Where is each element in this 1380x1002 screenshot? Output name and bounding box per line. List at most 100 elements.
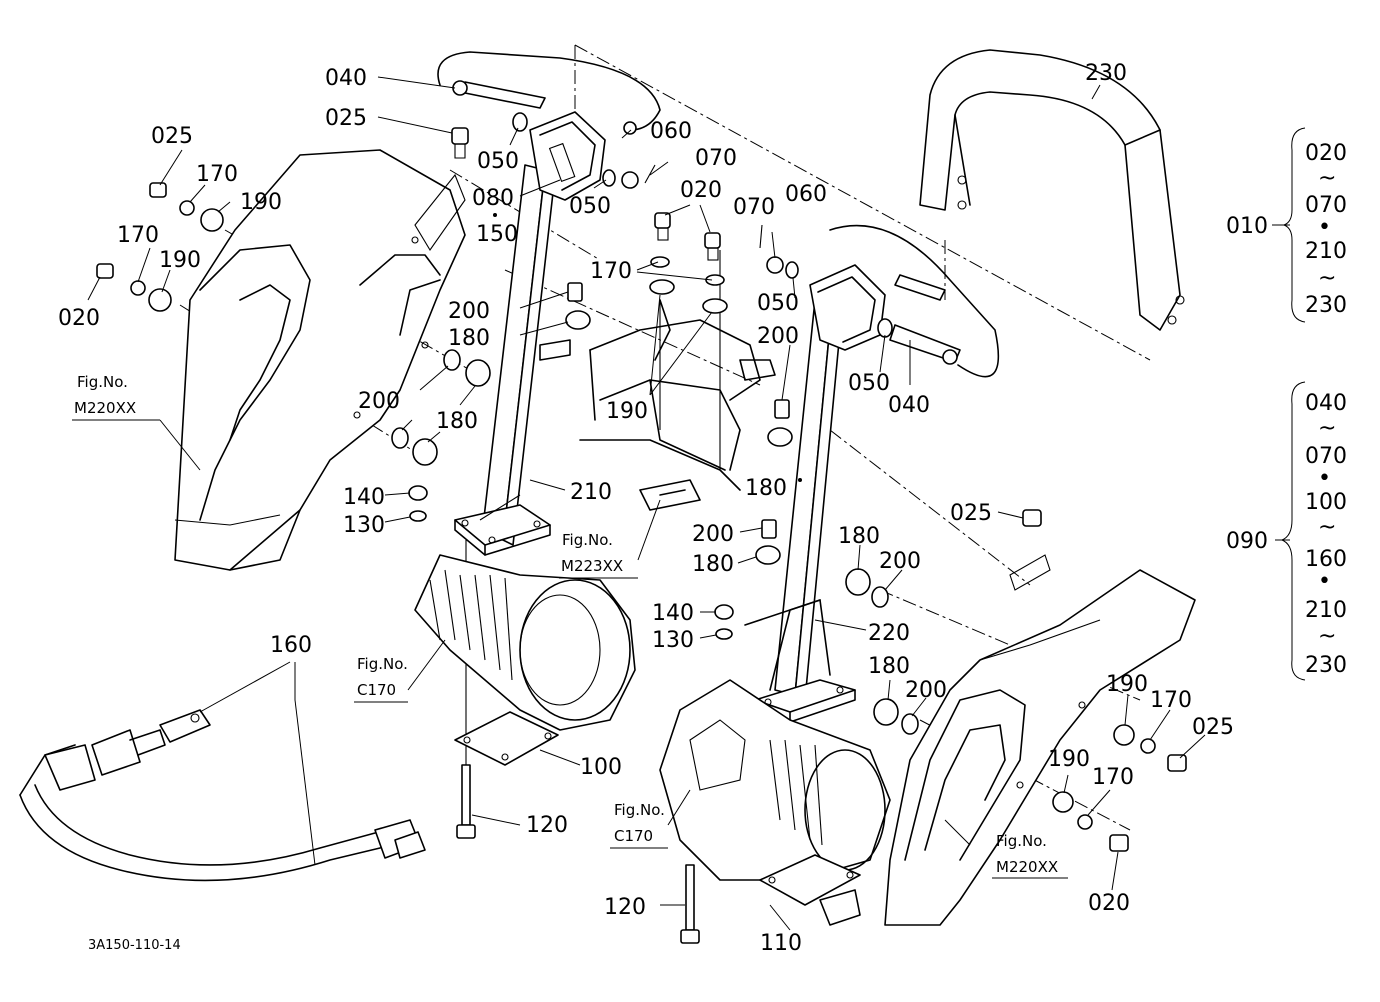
assembly-member: • [1318, 215, 1331, 240]
callout-020: 020 [58, 306, 100, 331]
callout-200: 200 [448, 299, 490, 324]
callout-180: 180 [436, 409, 478, 434]
callout-190: 190 [240, 190, 282, 215]
roll-bar [919, 49, 1185, 331]
callout-170: 170 [1150, 688, 1192, 713]
callout-190: 190 [1106, 672, 1148, 697]
callout-025: 025 [325, 106, 367, 131]
callout-200: 200 [757, 324, 799, 349]
callout-190: 190 [1048, 747, 1090, 772]
callout-200: 200 [358, 389, 400, 414]
long-bolts [456, 764, 700, 944]
right-strut [744, 264, 886, 723]
callout-050: 050 [757, 291, 799, 316]
assembly-member: 070 [1305, 444, 1347, 469]
svg-text:M220XX: M220XX [74, 399, 136, 417]
svg-text:Fig.No.: Fig.No. [357, 655, 408, 673]
callout-200: 200 [692, 522, 734, 547]
drawing-code: 3A150-110-14 [88, 938, 181, 953]
assembly-member: 230 [1305, 653, 1347, 678]
fig-ref-c170-right: Fig.No. C170 [610, 801, 668, 849]
callout-160: 160 [270, 633, 312, 658]
callout-200: 200 [879, 549, 921, 574]
assembly-member: ~ [1318, 624, 1336, 649]
callout-020: 020 [1088, 891, 1130, 916]
assembly-member: 070 [1305, 193, 1347, 218]
callout-050: 050 [477, 149, 519, 174]
assembly-member: 020 [1305, 141, 1347, 166]
assembly-member: ~ [1318, 416, 1336, 441]
callout-060: 060 [785, 182, 827, 207]
callout-070: 070 [695, 146, 737, 171]
callout-210: 210 [570, 480, 612, 505]
callout-170: 170 [196, 162, 238, 187]
assembly-member: 210 [1305, 239, 1347, 264]
leader-lines [87, 76, 1290, 931]
assembly-id-090: 090 [1226, 529, 1268, 554]
svg-text:C170: C170 [357, 681, 396, 699]
fig-ref-m220xx-left: Fig.No. M220XX [72, 373, 160, 421]
small-hardware [96, 112, 1187, 852]
callout-170: 170 [117, 223, 159, 248]
seat-belt-cable [19, 709, 426, 882]
fig-ref-m223xx: Fig.No. M223XX [559, 531, 638, 579]
callout-180: 180 [692, 552, 734, 577]
fig-ref-m220xx-right: Fig.No. M220XX [992, 832, 1068, 879]
assembly-member: 210 [1305, 598, 1347, 623]
right-transmission [659, 679, 891, 881]
callout-040: 040 [325, 66, 367, 91]
callout-020: 020 [680, 178, 722, 203]
callout-150: 150 [476, 222, 518, 247]
callout-140: 140 [652, 601, 694, 626]
callout-dot-080-150 [493, 213, 497, 217]
assembly-group-010: 010 020 ~ 070 • 210 ~ 230 [1226, 141, 1347, 318]
left-fender [174, 149, 466, 571]
assembly-member: 230 [1305, 293, 1347, 318]
callout-170: 170 [590, 259, 632, 284]
assembly-member: 100 [1305, 490, 1347, 515]
callout-190: 190 [606, 399, 648, 424]
left-transmission [414, 554, 636, 731]
callout-220: 220 [868, 621, 910, 646]
callout-110: 110 [760, 931, 802, 956]
svg-text:Fig.No.: Fig.No. [562, 531, 613, 549]
assembly-member: ~ [1318, 266, 1336, 291]
left-strut [454, 111, 606, 556]
callout-170: 170 [1092, 765, 1134, 790]
mounting-plates [454, 711, 861, 926]
callout-040: 040 [888, 393, 930, 418]
callout-180: 180 [838, 524, 880, 549]
callout-100: 100 [580, 755, 622, 780]
svg-text:Fig.No.: Fig.No. [77, 373, 128, 391]
left-frame-bracket [539, 299, 776, 511]
callout-025: 025 [950, 501, 992, 526]
callout-180: 180 [745, 476, 787, 501]
assembly-member: ~ [1318, 166, 1336, 191]
callout-025: 025 [1192, 715, 1234, 740]
figure-references: Fig.No. M220XX Fig.No. M223XX Fig.No. C1… [72, 373, 1068, 879]
callout-190: 190 [159, 248, 201, 273]
assembly-braces [1280, 127, 1306, 681]
right-fender [884, 569, 1196, 926]
svg-text:M223XX: M223XX [561, 557, 623, 575]
assembly-group-090: 090 040 ~ 070 • 100 ~ 160 • 210 ~ 230 [1226, 391, 1347, 678]
assembly-id-010: 010 [1226, 214, 1268, 239]
callout-200: 200 [905, 678, 947, 703]
assembly-member: • [1318, 466, 1331, 491]
svg-text:M220XX: M220XX [996, 858, 1058, 876]
assembly-member: • [1318, 569, 1331, 594]
svg-text:C170: C170 [614, 827, 653, 845]
part-callouts: 040 025 050 060 070 080 150 050 020 070 … [58, 61, 1234, 956]
fig-ref-c170-left: Fig.No. C170 [354, 655, 408, 703]
callout-180: 180 [448, 326, 490, 351]
assembly-member: 040 [1305, 391, 1347, 416]
callout-120: 120 [604, 895, 646, 920]
callout-180: 180 [868, 654, 910, 679]
svg-text:Fig.No.: Fig.No. [614, 801, 665, 819]
callout-080: 080 [472, 186, 514, 211]
callout-dot-180 [798, 478, 802, 482]
callout-130: 130 [343, 513, 385, 538]
assembly-member: ~ [1318, 515, 1336, 540]
callout-050: 050 [569, 194, 611, 219]
